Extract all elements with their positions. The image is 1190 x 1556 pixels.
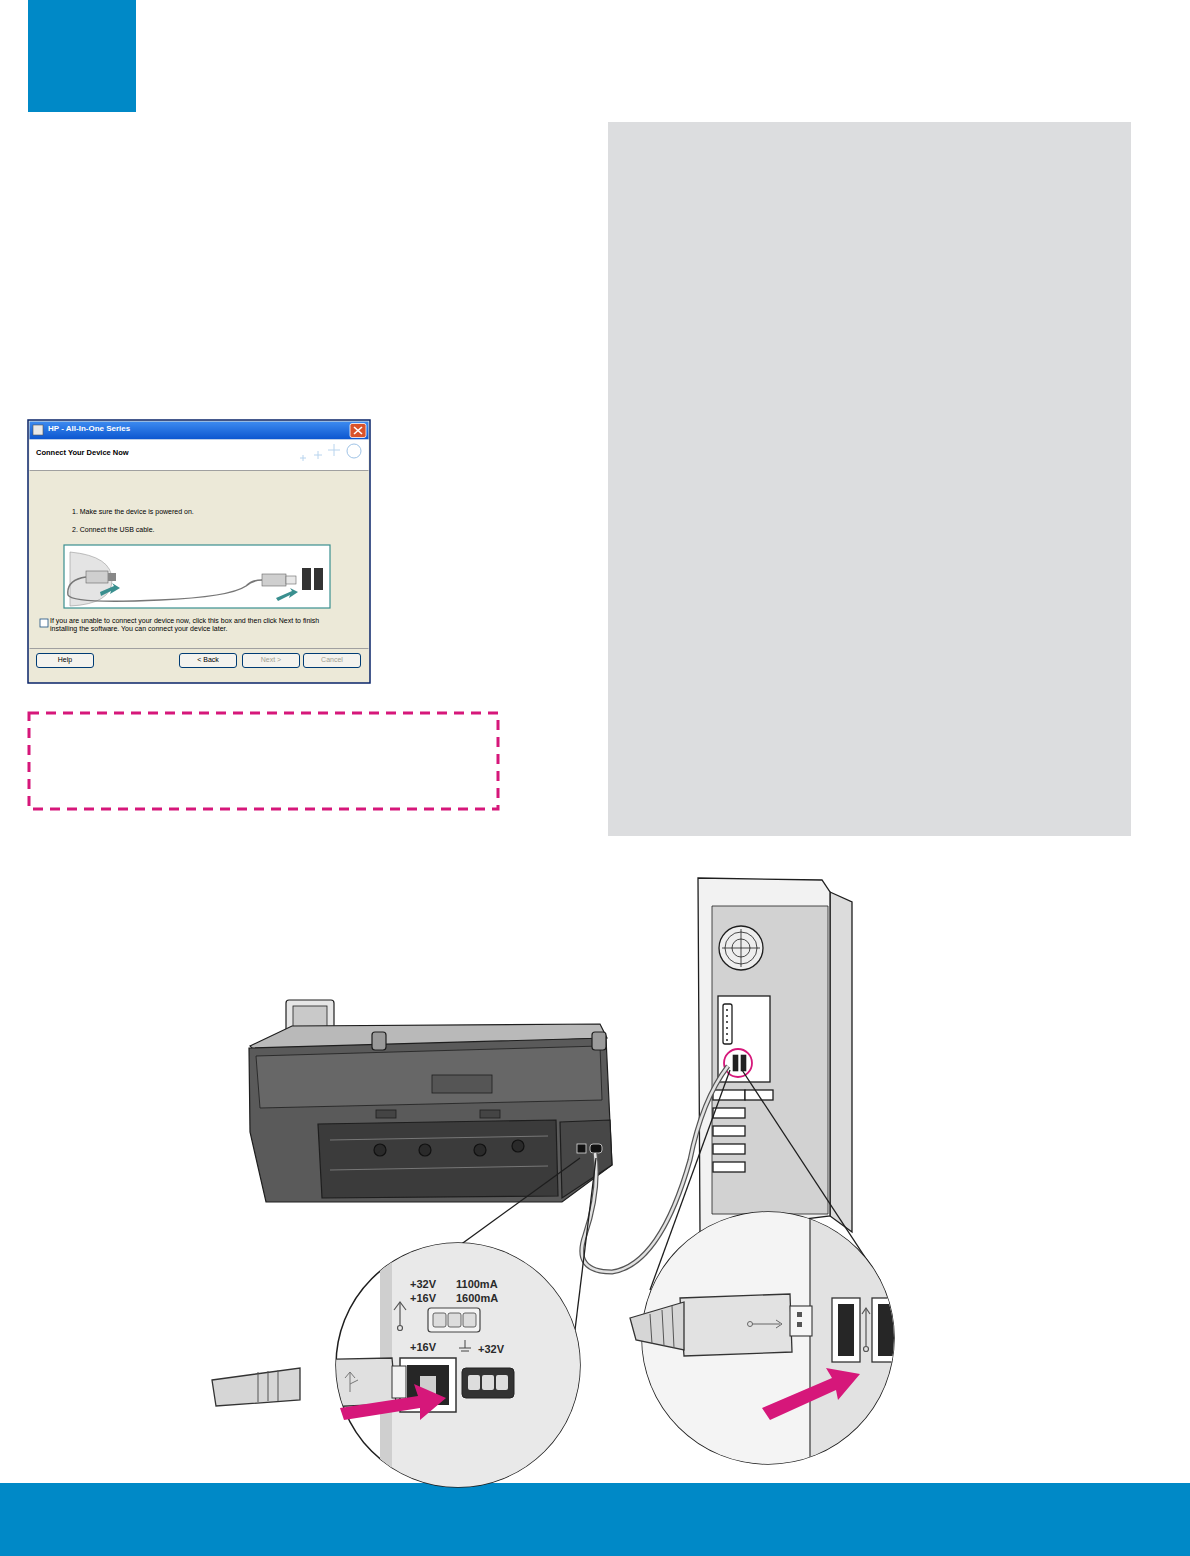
checkbox-label: If you are unable to connect your device… <box>50 617 346 634</box>
voltage-label: +32V <box>410 1278 436 1291</box>
step-square <box>28 0 136 112</box>
dialog-button: Cancel <box>303 653 361 668</box>
dashed-note-box <box>29 713 498 809</box>
dialog-button: Next > <box>242 653 300 668</box>
dialog-chrome <box>28 420 370 683</box>
grey-panel <box>608 122 1131 836</box>
printer-plug-cable <box>212 1368 446 1420</box>
button-label: Next > <box>261 656 281 664</box>
insert-arrow <box>762 1368 860 1420</box>
voltage-label: +16V <box>410 1292 436 1305</box>
printer-port-zoom <box>300 1240 580 1490</box>
dialog-window: Help < Back Next > Cancel HP - All-In-One Se… <box>28 420 370 683</box>
current-label: 1100mA <box>456 1278 498 1291</box>
dialog-button: < Back <box>179 653 237 668</box>
dialog-step: 1. Make sure the device is powered on. <box>72 508 352 516</box>
current-label: 1600mA <box>456 1292 498 1305</box>
footer-bar <box>0 1483 1190 1556</box>
button-label: Cancel <box>321 656 343 664</box>
button-label: Help <box>58 656 72 664</box>
dialog-heading: Connect Your Device Now <box>36 448 296 457</box>
insert-arrow <box>340 1384 446 1420</box>
dialog-button: Help <box>36 653 94 668</box>
computer-plug-cable <box>630 1302 860 1420</box>
printer-rear <box>249 1000 612 1202</box>
voltage-label: +16V <box>410 1341 436 1354</box>
dialog-step: 2. Connect the USB cable. <box>72 526 352 534</box>
window-title: HP - All-In-One Series <box>48 424 348 434</box>
voltage-label: +32V <box>478 1343 504 1356</box>
computer-tower <box>698 878 852 1232</box>
button-label: < Back <box>197 656 219 664</box>
